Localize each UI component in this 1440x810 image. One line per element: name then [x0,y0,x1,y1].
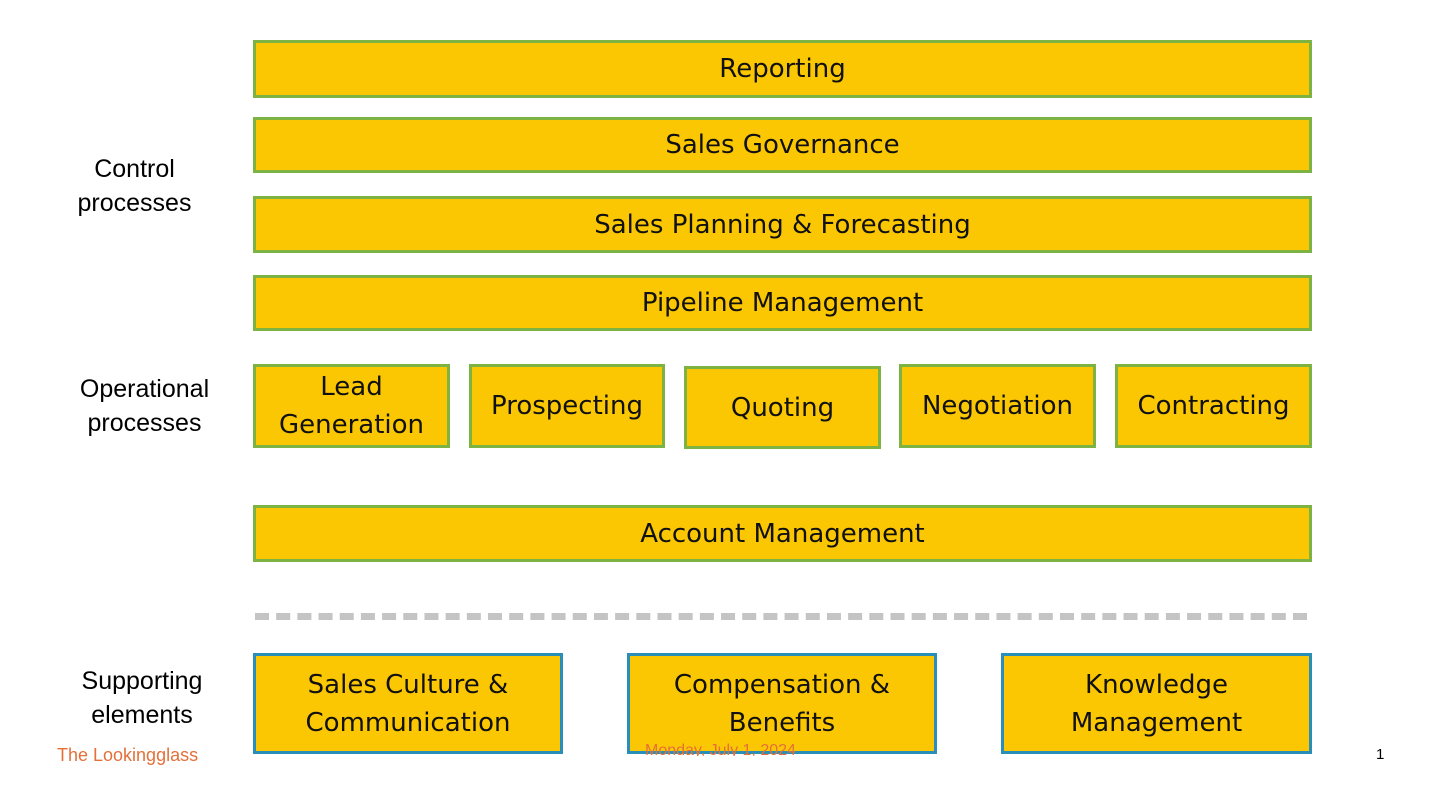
knowledge-management-box: Knowledge Management [1001,653,1312,754]
supporting-elements-label: Supporting elements [81,667,203,729]
reporting-box: Reporting [253,40,1312,98]
account-management-box: Account Management [253,505,1312,562]
operational-processes-label: Operational processes [79,375,210,437]
compensation-benefits-box: Compensation & Benefits [627,653,937,754]
lead-generation-box: Lead Generation [253,364,450,448]
page-number: 1 [1376,746,1385,763]
sales-governance-box: Sales Governance [253,117,1312,173]
negotiation-box: Negotiation [899,364,1096,448]
quoting-box: Quoting [684,366,881,449]
footer-brand: The Lookingglass [57,745,199,765]
control-processes-label: Control processes [77,155,192,217]
contracting-box: Contracting [1115,364,1312,448]
dashed-divider [255,613,1307,620]
footer-date: Monday, July 1, 2024 [645,742,796,756]
sales-culture-communication-box: Sales Culture & Communication [253,653,563,754]
pipeline-management-box: Pipeline Management [253,275,1312,331]
sales-planning-forecasting-box: Sales Planning & Forecasting [253,196,1312,253]
prospecting-box: Prospecting [469,364,665,448]
